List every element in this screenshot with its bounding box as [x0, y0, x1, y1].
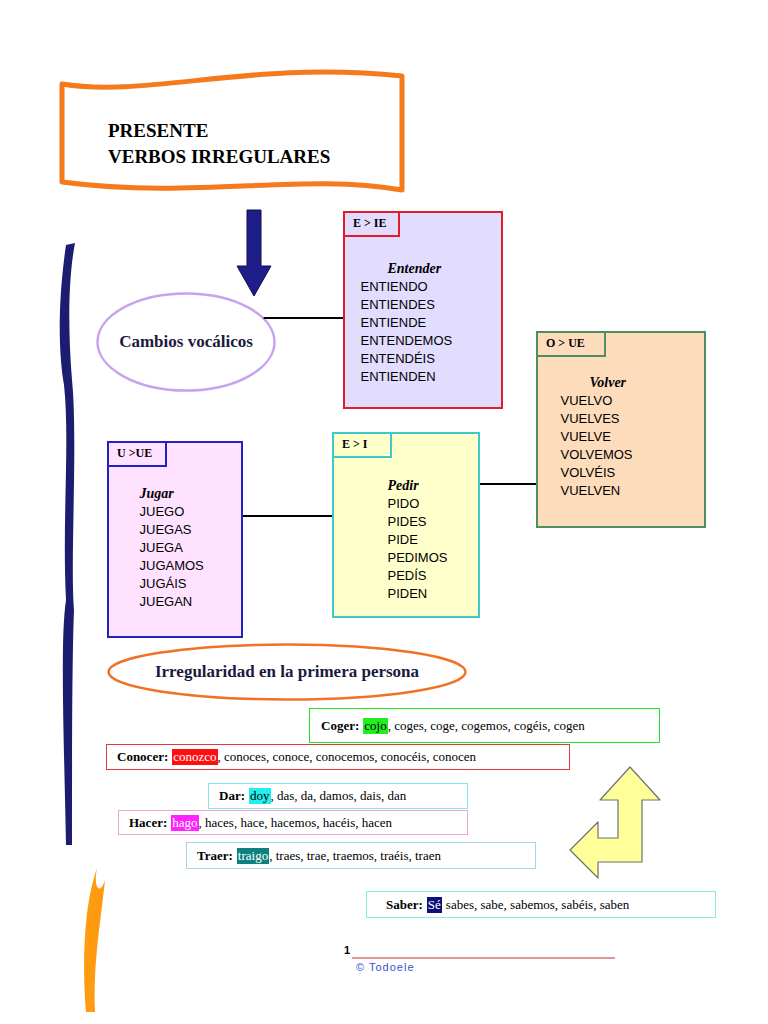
- side-decoration: [60, 243, 75, 845]
- connector-line: [264, 317, 343, 319]
- other-forms: , traes, trae, traemos, traéis, traen: [269, 848, 441, 864]
- connector-line: [243, 515, 332, 517]
- verb-form: VUELVO: [561, 392, 633, 410]
- highlighted-form: conozco: [172, 749, 217, 765]
- ellipse-text-holder: Irregularidad en la primera persona: [107, 643, 467, 701]
- conjugation-box: Coger:cojo, coges, coge, cogemos, cogéis…: [309, 708, 660, 743]
- verb-form: VOLVEMOS: [561, 446, 633, 464]
- highlighted-form: traigo: [237, 848, 269, 864]
- verb-name: Traer:: [197, 848, 233, 864]
- verb-infinitive: Volver: [590, 374, 633, 392]
- verb-name: Dar:: [219, 788, 245, 804]
- verb-form: PIDO: [388, 495, 448, 513]
- verb-form: VUELVES: [561, 410, 633, 428]
- verb-form: ENTENDEMOS: [361, 332, 453, 350]
- verb-name: Saber:: [386, 897, 423, 913]
- other-forms: , haces, hace, hacemos, hacéis, hacen: [199, 815, 392, 831]
- verb-form: JUGAMOS: [140, 557, 204, 575]
- copyright-note: © Todoele: [356, 961, 415, 973]
- verb-form: JUEGAS: [140, 521, 204, 539]
- vowel-change-tab: E > I: [334, 434, 392, 458]
- vowel-change-tab: O > UE: [538, 333, 606, 357]
- verb-form: ENTIENDES: [361, 296, 453, 314]
- verb-form: PIDE: [388, 531, 448, 549]
- ellipse-shape: [98, 294, 275, 391]
- ellipse-text-holder: Cambios vocálicos: [96, 292, 276, 392]
- highlighted-form: doy: [249, 788, 271, 804]
- other-forms: , coges, coge, cogemos, cogéis, cogen: [388, 718, 585, 734]
- bent-arrow: [570, 767, 660, 878]
- verb-form: VUELVEN: [561, 482, 633, 500]
- verb-form: PIDEN: [388, 585, 448, 603]
- verb-infinitive: Jugar: [140, 485, 204, 503]
- connector-line: [480, 483, 536, 485]
- verb-form: PEDIMOS: [388, 549, 448, 567]
- concept-ellipse: Cambios vocálicos: [96, 292, 276, 392]
- verb-infinitive: Pedir: [388, 477, 448, 495]
- vowel-change-box: E > I PedirPIDOPIDESPIDEPEDIMOSPEDÍSPIDEN: [332, 432, 480, 618]
- verb-form: JUEGO: [140, 503, 204, 521]
- verb-form: PIDES: [388, 513, 448, 531]
- verb-form: VOLVÉIS: [561, 464, 633, 482]
- verb-form: VUELVE: [561, 428, 633, 446]
- concept-ellipse: Irregularidad en la primera persona: [107, 643, 467, 701]
- verb-form: JUGÁIS: [140, 575, 204, 593]
- ellipse-shape: [109, 645, 466, 700]
- vowel-change-box: E > IEEntenderENTIENDOENTIENDESENTIENDEE…: [343, 211, 503, 409]
- other-forms: sabes, sabe, sabemos, sabéis, saben: [446, 897, 629, 913]
- conjugation-box: Saber:Sésabes, sabe, sabemos, sabéis, sa…: [366, 891, 716, 918]
- highlighted-form: hago: [171, 815, 198, 831]
- conjugation-body: EntenderENTIENDOENTIENDESENTIENDEENTENDE…: [345, 260, 452, 386]
- title-block: PRESENTE VERBOS IRREGULARES: [108, 118, 348, 170]
- down-arrow: [237, 210, 271, 296]
- conjugation-box: Conocer:conozco, conoces, conoce, conoce…: [106, 744, 570, 770]
- verb-form: ENTIENDO: [361, 278, 453, 296]
- title-banner: [62, 72, 402, 190]
- conjugation-body: JugarJUEGOJUEGASJUEGAJUGAMOSJUGÁISJUEGAN: [109, 485, 204, 611]
- verb-form: ENTIENDE: [361, 314, 453, 332]
- verb-form: JUEGAN: [140, 593, 204, 611]
- conjugation-box: Traer:traigo, traes, trae, traemos, traé…: [186, 842, 536, 869]
- diagram-title: PRESENTE VERBOS IRREGULARES: [108, 120, 330, 167]
- highlighted-form: cojo: [363, 718, 387, 734]
- conjugation-body: VolverVUELVOVUELVESVUELVEVOLVEMOSVOLVÉIS…: [538, 374, 633, 500]
- concept-label: Cambios vocálicos: [119, 332, 253, 352]
- verb-form: JUEGA: [140, 539, 204, 557]
- other-forms: , conoces, conoce, conocemos, conocéis, …: [218, 749, 476, 765]
- verb-name: Coger:: [321, 718, 359, 734]
- footer-rule: [352, 958, 615, 959]
- title-spacer: [248, 118, 348, 138]
- verb-form: ENTIENDEN: [361, 368, 453, 386]
- vowel-change-tab: E > IE: [345, 213, 400, 237]
- verb-name: Conocer:: [117, 749, 168, 765]
- conjugation-body: PedirPIDOPIDESPIDEPEDIMOSPEDÍSPIDEN: [334, 477, 447, 603]
- concept-label: Irregularidad en la primera persona: [155, 662, 419, 682]
- conjugation-box: Dar:doy, das, da, damos, dais, dan: [208, 783, 468, 809]
- other-forms: , das, da, damos, dais, dan: [271, 788, 407, 804]
- vowel-change-tab: U >UE: [109, 443, 167, 467]
- page-number: 1: [344, 944, 350, 956]
- verb-name: Hacer:: [129, 815, 167, 831]
- vowel-change-box: O > UEVolverVUELVOVUELVESVUELVEVOLVEMOSV…: [536, 331, 706, 528]
- flame-decoration: [84, 868, 105, 1012]
- vowel-change-box: U >UE JugarJUEGOJUEGASJUEGAJUGAMOSJUGÁISJ…: [107, 441, 243, 638]
- verb-infinitive: Entender: [388, 260, 453, 278]
- conjugation-box: Hacer:hago, haces, hace, hacemos, hacéis…: [118, 810, 468, 835]
- verb-form: ENTENDÉIS: [361, 350, 453, 368]
- verb-form: PEDÍS: [388, 567, 448, 585]
- highlighted-form: Sé: [427, 897, 442, 913]
